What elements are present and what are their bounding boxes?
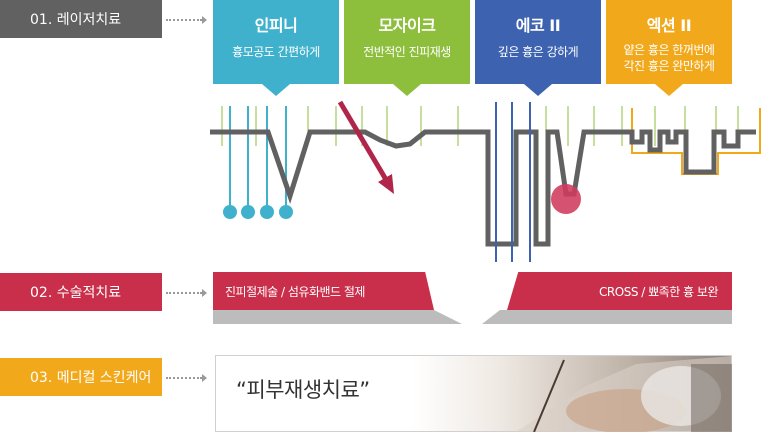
surgery-bar-right: CROSS / 뾰족한 흉 보완 (507, 272, 732, 310)
laser-card-title: 인피니 (254, 16, 298, 35)
card-pointer-icon (655, 84, 683, 96)
surgery-left-label: 진피절제술 / 섬유화밴드 절제 (225, 284, 365, 299)
card-pointer-icon (524, 84, 552, 96)
stage-label-surgery-text: 02. 수술적치료 (30, 285, 122, 301)
connector-arrow-icon (202, 374, 207, 382)
laser-card-desc: 깊은 흉은 강하게 (497, 45, 579, 59)
skin-profile-line (210, 129, 756, 247)
laser-card-action2: 엑션 II 얕은 흉은 한꺼번에 각진 흉은 완만하게 (606, 0, 732, 96)
skincare-photo-illustration (516, 356, 732, 432)
surgery-right-shadow (482, 310, 732, 324)
pink-focus-dot (551, 184, 581, 214)
laser-card-desc-line: 각진 흉은 완만하게 (623, 59, 715, 73)
eco2-laser-lines (495, 102, 531, 262)
dotted-connector-surgery (166, 292, 202, 294)
laser-card-desc: 얕은 흉은 한꺼번에 각진 흉은 완만하게 (606, 42, 732, 74)
laser-card-desc-line: 얕은 흉은 한꺼번에 (623, 43, 715, 57)
surgery-right-label: CROSS / 뾰족한 흉 보완 (599, 284, 718, 299)
surgery-left-shadow (213, 310, 462, 324)
card-pointer-icon (262, 84, 290, 96)
infini-needle-lines (229, 106, 287, 212)
laser-card-desc: 흉모공도 간편하게 (232, 45, 320, 59)
laser-card-title: 에코 II (515, 16, 561, 35)
dotted-connector-laser (166, 19, 202, 21)
card-pointer-icon (393, 84, 421, 96)
laser-card-mosaic: 모자이크 전반적인 진피재생 (344, 0, 470, 96)
green-guide-lines (221, 106, 739, 146)
connector-arrow-icon (202, 16, 207, 24)
stage-label-surgery: 02. 수술적치료 (0, 273, 162, 311)
stage-label-skincare-text: 03. 메디컬 스킨케어 (30, 370, 152, 386)
connector-arrow-icon (202, 289, 207, 297)
stage-label-laser: 01. 레이저치료 (0, 0, 162, 38)
stage-label-laser-text: 01. 레이저치료 (30, 12, 122, 28)
mosaic-arrow-shaft (337, 100, 391, 185)
laser-card-title: 엑션 II (646, 16, 692, 35)
mosaic-arrow-head-icon (378, 174, 394, 194)
stage-label-skincare: 03. 메디컬 스킨케어 (0, 358, 162, 396)
laser-card-title: 모자이크 (378, 16, 436, 35)
skincare-quote: “피부재생치료” (236, 378, 370, 402)
dotted-connector-skincare (166, 377, 202, 379)
skincare-image-box: “피부재생치료” (215, 355, 732, 432)
surgery-bar-left: 진피절제술 / 섬유화밴드 절제 (213, 272, 434, 310)
laser-card-desc: 전반적인 진피재생 (363, 45, 451, 59)
infini-dots (223, 205, 293, 219)
laser-card-infini: 인피니 흉모공도 간편하게 (213, 0, 339, 96)
laser-card-eco2: 에코 II 깊은 흉은 강하게 (475, 0, 601, 96)
